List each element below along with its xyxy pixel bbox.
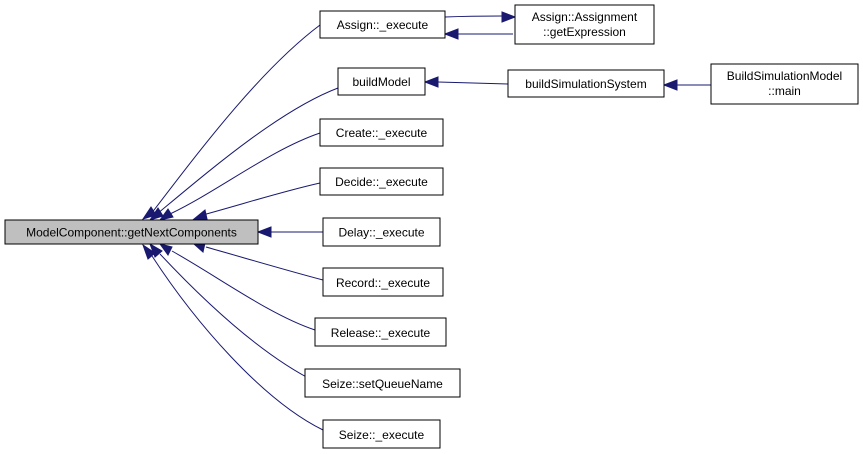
node-assign-execute[interactable]: Assign::_execute <box>319 10 446 39</box>
node-seize-setqueuename[interactable]: Seize::setQueueName <box>304 368 461 398</box>
node-label: Assign::Assignment <box>532 10 638 24</box>
node-label: ::getExpression <box>543 25 626 39</box>
edge-decide-execute-to-root <box>192 182 321 220</box>
node-label: Delay::_execute <box>338 226 424 240</box>
node-label: Seize::_execute <box>339 428 425 442</box>
node-label: Decide::_execute <box>335 175 428 189</box>
node-label: Create::_execute <box>336 126 428 140</box>
edge-create-execute-to-root <box>158 132 321 221</box>
node-release-execute[interactable]: Release::_execute <box>314 317 447 347</box>
node-label: Assign::_execute <box>337 18 429 32</box>
node-decide-execute[interactable]: Decide::_execute <box>319 167 444 196</box>
node-label: Record::_execute <box>336 276 430 290</box>
node-label: buildSimulationSystem <box>525 77 646 91</box>
node-assign-assignment-getexpression[interactable]: Assign::Assignment ::getExpression <box>514 4 655 45</box>
edge-buildmodel-to-root <box>148 87 339 221</box>
edge-seize-execute-to-root <box>142 243 324 431</box>
edge-record-execute-to-root <box>192 242 324 281</box>
node-label: Release::_execute <box>331 326 431 340</box>
edge-buildsimulationsystem-to-buildmodel <box>423 76 509 88</box>
node-label: buildModel <box>352 75 410 89</box>
call-graph-edges <box>141 11 711 431</box>
edge-main-to-buildsimulationsystem <box>662 79 711 91</box>
node-label: BuildSimulationModel <box>727 69 842 83</box>
node-buildsimulationsystem[interactable]: buildSimulationSystem <box>507 69 665 98</box>
edge-getexpression-to-assign-execute <box>443 28 513 40</box>
node-buildsimulationmodel-main[interactable]: BuildSimulationModel ::main <box>710 63 859 105</box>
node-record-execute[interactable]: Record::_execute <box>322 267 444 297</box>
edge-seize-setqueuename-to-root <box>149 242 319 384</box>
node-label: ::main <box>768 84 801 98</box>
node-buildmodel[interactable]: buildModel <box>337 67 426 96</box>
call-graph-nodes: ModelComponent::getNextComponents Assign… <box>4 4 859 449</box>
node-label: Seize::setQueueName <box>322 377 443 391</box>
node-seize-execute[interactable]: Seize::_execute <box>322 419 441 449</box>
node-create-execute[interactable]: Create::_execute <box>319 118 444 147</box>
edge-assign-execute-to-getexpression <box>444 11 517 23</box>
node-label: ModelComponent::getNextComponents <box>26 226 237 240</box>
node-modelcomponent-getnextcomponents[interactable]: ModelComponent::getNextComponents <box>4 219 259 245</box>
edge-release-execute-to-root <box>158 243 316 331</box>
node-delay-execute[interactable]: Delay::_execute <box>322 217 441 247</box>
edge-delay-execute-to-root <box>256 226 323 238</box>
